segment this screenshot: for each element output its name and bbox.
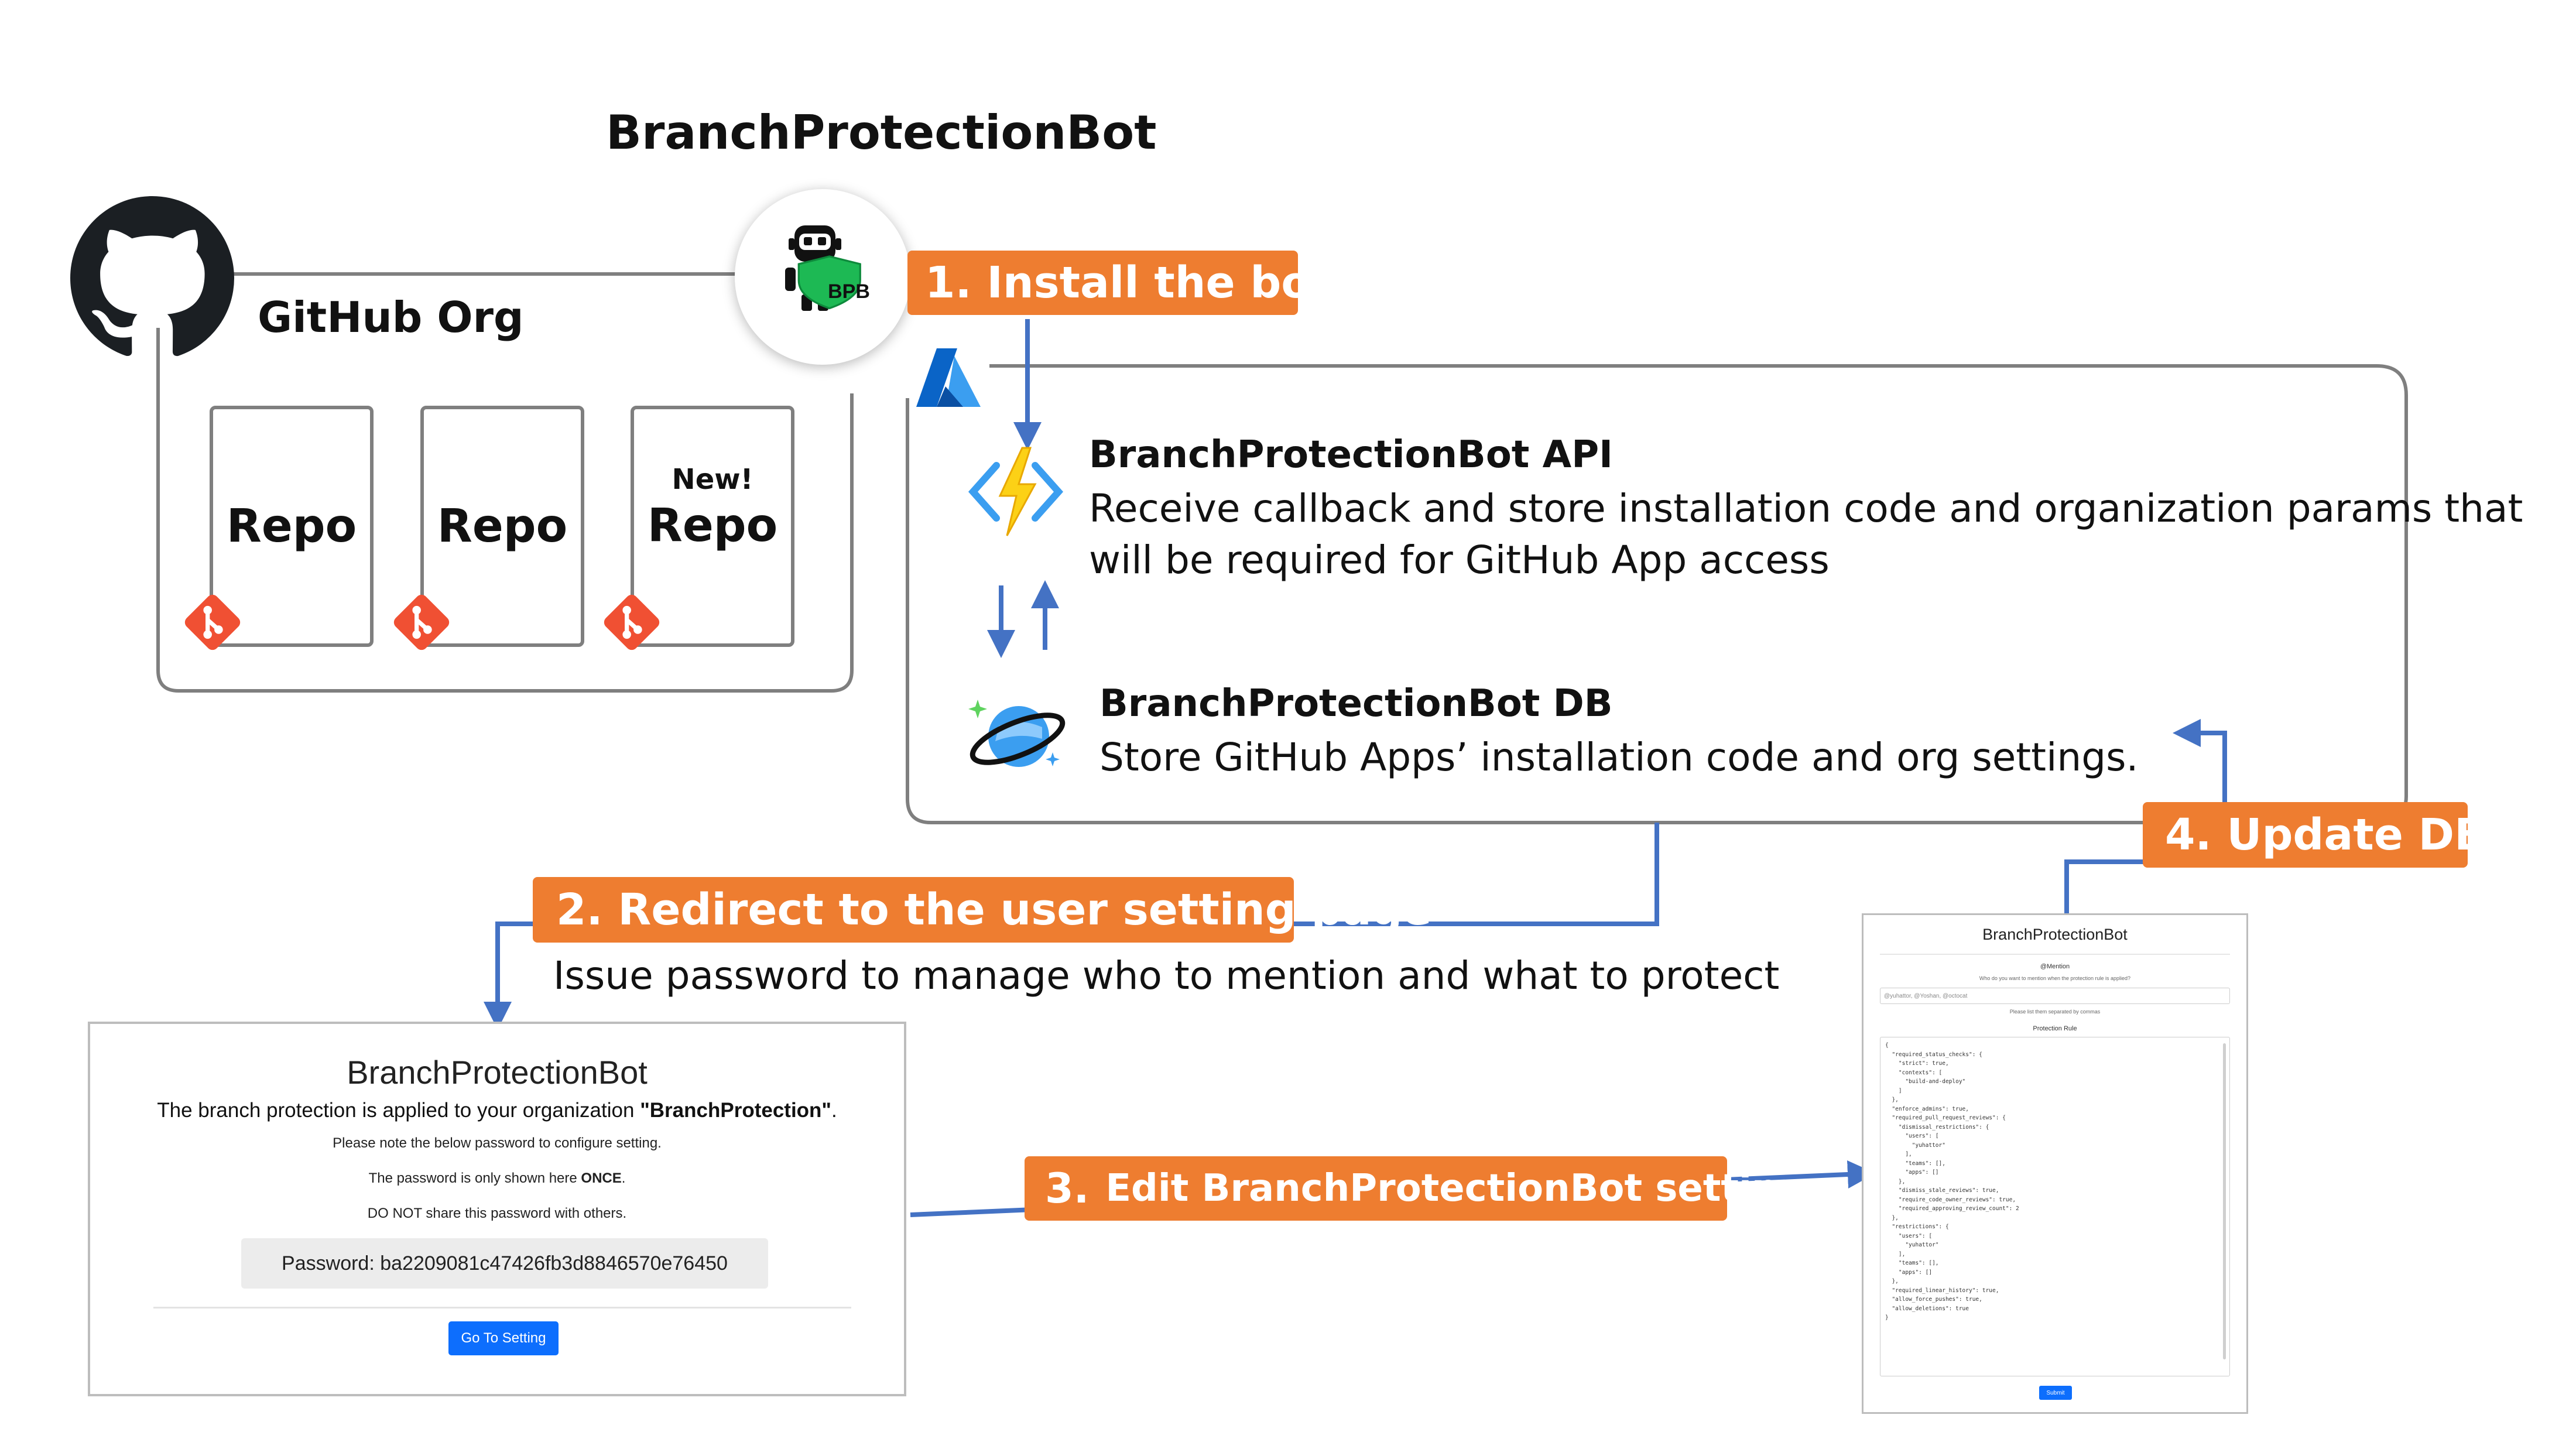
git-icon: [604, 594, 660, 650]
line1-end: .: [831, 1099, 837, 1122]
password-page-line-3: The password is only shown here ONCE.: [90, 1170, 904, 1187]
line3-end: .: [621, 1170, 626, 1186]
github-org-label: GitHub Org: [258, 293, 524, 342]
textarea-scrollbar[interactable]: [2223, 1043, 2226, 1359]
password-page-line-2: Please note the below password to config…: [333, 1135, 662, 1151]
repo-label: Repo: [226, 500, 357, 553]
step-3-number: 3.: [1045, 1164, 1090, 1212]
password-page-screenshot: BranchProtectionBot The branch protectio…: [88, 1022, 906, 1396]
go-to-setting-button[interactable]: Go To Setting: [448, 1321, 559, 1355]
mention-help: Who do you want to mention when the prot…: [1979, 975, 2131, 981]
password-page-line-1: The branch protection is applied to your…: [90, 1099, 904, 1122]
org-name: "BranchProtection": [640, 1099, 832, 1122]
protection-rule-textarea[interactable]: { "required_status_checks": { "strict": …: [1880, 1037, 2230, 1376]
github-org-box: [156, 328, 854, 693]
repo-card-2: Repo: [420, 406, 584, 647]
protection-rule-label: Protection Rule: [2033, 1025, 2077, 1032]
bot-badge: BPB: [828, 280, 870, 303]
github-octocat-icon: [70, 196, 234, 357]
api-title: BranchProtectionBot API: [1089, 433, 1613, 477]
repo-card-3: New! Repo: [631, 406, 794, 647]
repo-tag: New!: [672, 463, 753, 496]
step-1-label: 1. Install the bot: [907, 251, 1332, 315]
cosmos-db-icon: [968, 700, 1066, 767]
robot-icon: BPB: [785, 225, 870, 311]
step-2-caption: Issue password to manage who to mention …: [553, 953, 1780, 998]
line1-text: The branch protection is applied to your…: [157, 1099, 640, 1122]
api-description-line-2: will be required for GitHub App access: [1089, 537, 1830, 583]
password-page-title: BranchProtectionBot: [347, 1054, 648, 1091]
mention-input[interactable]: @yuhattor, @Yoshan, @octocat: [1880, 988, 2230, 1004]
repo-label: Repo: [647, 499, 778, 552]
api-description-line-1: Receive callback and store installation …: [1089, 486, 2523, 531]
bot-avatar: BPB: [735, 189, 910, 365]
submit-button[interactable]: Submit: [2039, 1386, 2072, 1400]
db-description: Store GitHub Apps’ installation code and…: [1099, 735, 2139, 780]
divider: [153, 1307, 851, 1308]
mention-hint: Please list them separated by commas: [2009, 1009, 2101, 1015]
password-page-line-4: DO NOT share this password with others.: [367, 1205, 627, 1221]
once-text: ONCE: [581, 1170, 622, 1186]
settings-page-title: BranchProtectionBot: [1982, 926, 2128, 943]
step-4-label: 4. Update DB: [2143, 802, 2487, 868]
db-title: BranchProtectionBot DB: [1099, 682, 1613, 725]
repo-card-1: Repo: [210, 406, 374, 647]
git-icon: [184, 594, 241, 650]
step-2-label: 2. Redirect to the user setting page: [533, 877, 1432, 943]
bot-title: BranchProtectionBot: [606, 105, 1157, 160]
step-3-label: 3. Edit BranchProtectionBot setting: [1025, 1156, 1805, 1221]
mention-label: @Mention: [2040, 963, 2070, 970]
settings-page-screenshot: BranchProtectionBot @Mention Who do you …: [1862, 913, 2248, 1414]
git-icon: [393, 594, 450, 650]
step-3-text: Edit BranchProtectionBot setting: [1105, 1167, 1806, 1210]
protection-rule-json: { "required_status_checks": { "strict": …: [1885, 1042, 2019, 1321]
password-display: Password: ba2209081c47426fb3d8846570e764…: [241, 1238, 768, 1289]
line3-text: The password is only shown here: [368, 1170, 581, 1186]
repo-label: Repo: [437, 500, 568, 553]
azure-functions-icon: [968, 447, 1064, 536]
azure-logo-icon: [916, 348, 981, 407]
divider: [1880, 954, 2230, 955]
